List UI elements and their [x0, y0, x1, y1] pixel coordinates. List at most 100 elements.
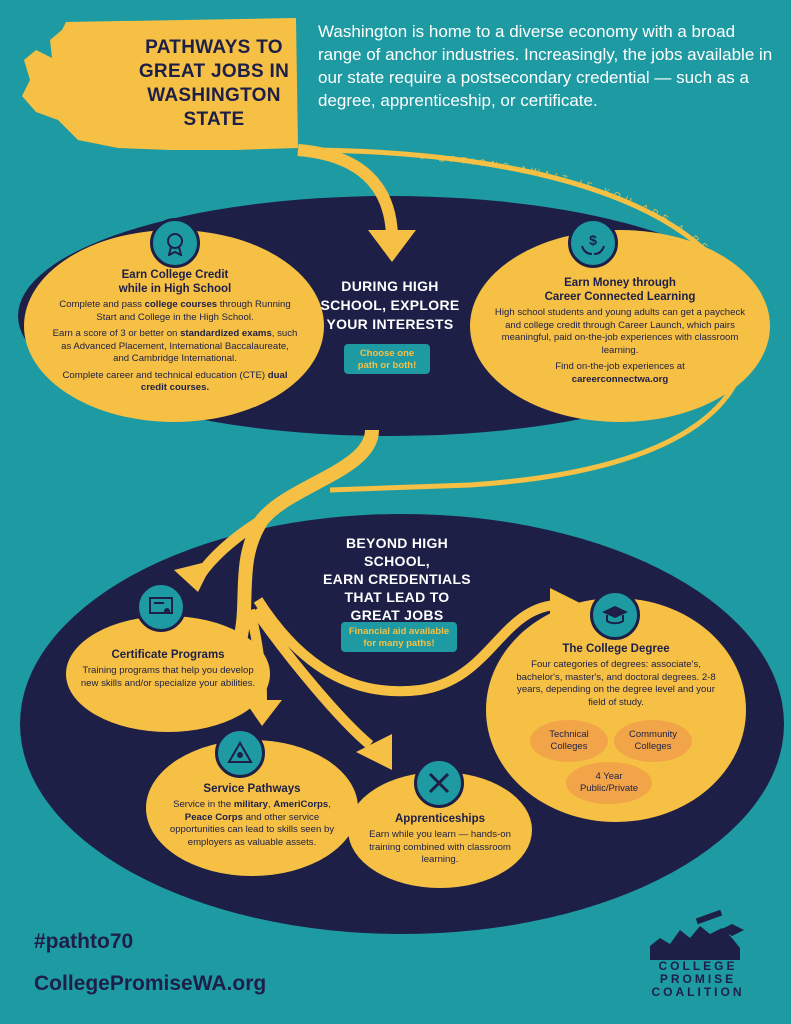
financial-aid-tag-line-1: Financial aid available [348, 626, 450, 637]
community-colleges-line-2: Colleges [634, 741, 672, 752]
service-ellipse [146, 740, 358, 876]
hashtag: #pathto70 [34, 930, 134, 953]
beyond-heading: BEYOND HIGH SCHOOL, EARN CREDENTIALS THA… [312, 534, 482, 624]
choose-path-tag: Choose one path or both! [344, 344, 430, 374]
college-credit-title: Earn College Credit while in High School [52, 268, 298, 296]
college-credit-p1: Complete and pass college courses throug… [52, 299, 298, 324]
college-credit-ellipse [24, 230, 324, 422]
technical-colleges-line-1: Technical [549, 729, 589, 740]
washington-state-shape [22, 18, 298, 150]
earn-money-ellipse [470, 230, 770, 422]
college-credit-p2-c: , such as Advanced Placement, Internatio… [61, 328, 298, 364]
branch-college-degree [253, 597, 556, 697]
money-hands-icon: $ [568, 218, 618, 268]
arrow-head-apprenticeships [356, 734, 392, 770]
title-line-3: WASHINGTON [147, 85, 281, 106]
apprenticeships-title: Apprenticeships [394, 813, 486, 825]
college-promise-logo-text: COLLEGE PROMISE COALITION [640, 960, 756, 999]
service-body: Service in the military, AmeriCorps, Pea… [160, 799, 344, 849]
logo-line-2: PROMISE [659, 972, 737, 986]
service-triangle-icon [215, 728, 265, 778]
financial-aid-tag: Financial aid available for many paths! [341, 622, 457, 652]
earn-money-p1: High school students and young adults ca… [494, 307, 746, 356]
beyond-heading-line-4: GREAT JOBS [350, 607, 444, 623]
college-credit-p3-a: Complete career and technical education … [62, 369, 268, 381]
title-line-2: GREAT JOBS IN [138, 61, 290, 82]
certificate-title: Certificate Programs [111, 649, 225, 661]
college-credit-text: Earn College Credit while in High School… [52, 268, 298, 399]
college-degree-title: The College Degree [562, 643, 670, 655]
careerconnect-link[interactable]: careerconnectwa.org [571, 373, 669, 385]
earn-money-title-line-1: Earn Money through [564, 277, 676, 289]
earn-money-p2-text: Find on-the-job experiences at [555, 361, 685, 372]
high-school-heading-line-3: YOUR INTERESTS [326, 316, 454, 332]
arrow-head-certificate [174, 560, 214, 592]
service-body-b: military [233, 799, 268, 810]
earn-money-title: Earn Money through Career Connected Lear… [494, 276, 746, 304]
arrow-head-service [244, 700, 282, 726]
high-school-heading-line-2: SCHOOL, EXPLORE [320, 297, 460, 313]
logo-line-3: COALITION [651, 985, 745, 999]
certificate-text: Certificate Programs Training programs t… [80, 648, 256, 694]
four-year-line-2: Public/Private [579, 783, 639, 794]
choose-path-tag-line-1: Choose one [359, 348, 415, 359]
college-degree-text: The College Degree Four categories of de… [512, 642, 720, 713]
certificate-body: Training programs that help you develop … [80, 665, 256, 689]
arrow-to-high-school [297, 144, 398, 236]
high-school-heading-line-1: DURING HIGH [341, 278, 439, 294]
apprenticeships-text: Apprenticeships Earn while you learn — h… [368, 812, 512, 871]
community-colleges-line-1: Community [628, 729, 678, 740]
graduation-cap-icon [590, 590, 640, 640]
college-credit-p1-c: through Running Start and College in the… [96, 299, 291, 323]
service-title: Service Pathways [203, 783, 301, 795]
beyond-heading-line-2: EARN CREDENTIALS [323, 571, 471, 587]
service-body-c: , [268, 799, 274, 810]
financial-aid-tag-line-2: for many paths! [363, 638, 435, 649]
college-degree-body: Four categories of degrees: associate's,… [516, 659, 716, 708]
intro-paragraph: Washington is home to a diverse economy … [318, 22, 773, 110]
choose-path-tag-line-2: path or both! [357, 360, 417, 371]
branch-apprenticeships [250, 607, 374, 749]
service-body-f: Peace Corps [184, 811, 243, 823]
apprenticeships-body: Earn while you learn — hands-on training… [369, 829, 511, 865]
page-title: PATHWAYS TO GREAT JOBS IN WASHINGTON STA… [118, 36, 310, 132]
four-year-line-1: 4 Year [595, 771, 623, 782]
college-credit-p2: Earn a score of 3 or better on standardi… [52, 328, 298, 366]
college-credit-p2-b: standardized exams [180, 328, 272, 339]
tools-icon [414, 758, 464, 808]
college-credit-p3-b: dual credit courses. [140, 369, 288, 394]
apprenticeships-ellipse [348, 772, 532, 888]
beyond-heading-line-3: THAT LEAD TO [344, 589, 450, 605]
technical-colleges-line-2: Colleges [550, 741, 588, 752]
logo-line-1: COLLEGE [658, 959, 738, 973]
arrow-connector [233, 429, 379, 642]
earn-money-title-line-2: Career Connected Learning [544, 291, 696, 303]
college-credit-p3: Complete career and technical education … [52, 370, 298, 395]
service-body-a: Service in the [173, 799, 234, 810]
earn-money-text: Earn Money through Career Connected Lear… [494, 276, 746, 390]
title-line-1: PATHWAYS TO [145, 37, 283, 58]
service-body-e: , [328, 799, 331, 810]
certificate-ellipse [66, 616, 270, 732]
college-credit-p2-a: Earn a score of 3 or better on [52, 328, 181, 339]
college-credit-p1-b: college courses [144, 299, 218, 310]
college-credit-title-line-1: Earn College Credit [121, 269, 229, 281]
website-link[interactable]: CollegePromiseWA.org [34, 972, 267, 995]
service-body-g: and other service opportunities can lead… [169, 811, 335, 848]
beyond-heading-line-1: BEYOND HIGH SCHOOL, [345, 535, 449, 569]
certificate-icon [136, 582, 186, 632]
award-icon [150, 218, 200, 268]
college-credit-title-line-2: while in High School [118, 283, 232, 295]
service-text: Service Pathways Service in the military… [160, 782, 344, 853]
title-line-4: STATE [183, 109, 245, 130]
svg-text:$: $ [589, 232, 597, 248]
arrow-head-high-school [368, 230, 416, 262]
college-credit-p1-a: Complete and pass [59, 299, 145, 310]
high-school-heading: DURING HIGH SCHOOL, EXPLORE YOUR INTERES… [320, 277, 460, 334]
service-body-d: AmeriCorps [273, 799, 329, 810]
